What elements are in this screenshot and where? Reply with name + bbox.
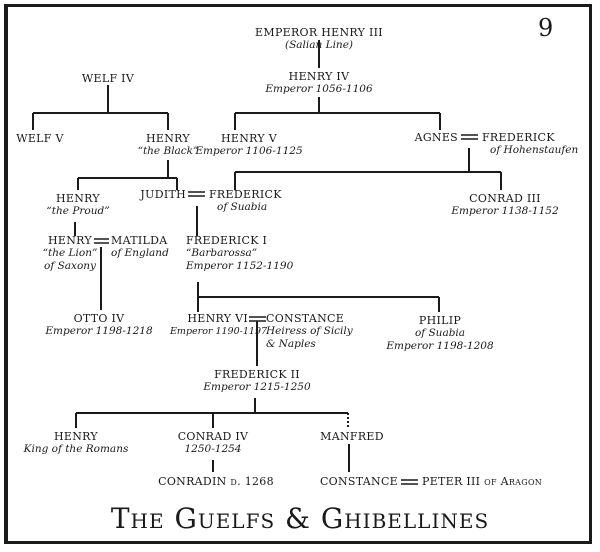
person-note: “the Proud” [46,205,110,217]
person-name: FREDERICK [209,188,282,201]
person-name: HENRY [146,132,190,145]
person-constance-aragon: CONSTANCE [318,475,398,488]
person-note: Heiress of Sicily [266,325,353,337]
person-note: of Hohenstaufen [490,144,579,156]
person-conrad3: CONRAD III Emperor 1138-1152 [451,192,558,218]
diagram-title: The Guelfs & Ghibellines [110,502,490,535]
person-constance-sicily: CONSTANCE Heiress of Sicily & Naples [266,312,353,351]
person-name: MATILDA [111,234,168,247]
person-note: Emperor 1198-1218 [45,325,153,337]
person-name: AGNES [414,131,458,144]
person-welf4: WELF IV [82,72,134,85]
person-note-2: Emperor 1152-1190 [186,260,294,272]
page-frame [4,4,592,544]
person-name: PHILIP [418,314,462,327]
person-henry-proud: HENRY “the Proud” [46,192,109,218]
person-conradin: CONRADIN d. 1268 [158,475,274,488]
person-name: MANFRED [320,430,384,443]
person-conrad4: CONRAD IV 1250-1254 [178,430,249,456]
person-henry-lion: HENRY “the Lion” of Saxony [43,234,98,273]
person-name: OTTO IV [73,312,125,325]
person-name: HENRY V [221,132,277,145]
person-henry4: HENRY IV Emperor 1056-1106 [265,70,372,96]
person-name: CONSTANCE [319,475,398,488]
page-number: 9 [538,14,554,42]
person-name: FREDERICK [482,131,555,144]
person-name: HENRY IV [288,70,350,83]
person-henry5: HENRY V Emperor 1106-1125 [195,132,302,158]
person-note: Emperor 1190-1197 [170,326,268,337]
person-note: Emperor 1106-1125 [195,145,303,157]
person-name: WELF IV [81,72,135,85]
person-henry-romans: HENRY King of the Romans [24,430,129,456]
person-frederick-hohenstaufen: FREDERICK of Hohenstaufen [482,131,578,157]
person-philip: PHILIP of Suabia Emperor 1198-1208 [386,314,493,353]
person-note: King of the Romans [23,443,129,455]
person-name: FREDERICK I [186,234,268,247]
person-note-2: & Naples [266,338,316,350]
person-name: PETER III of Aragon [422,475,543,488]
person-otto4: OTTO IV Emperor 1198-1218 [45,312,152,338]
person-note-2: of Saxony [44,260,96,272]
person-name: HENRY VI [187,312,248,325]
person-matilda: MATILDA of England [111,234,169,260]
person-note: 1250-1254 [184,443,242,455]
person-note: of Suabia [414,327,466,339]
person-frederick-suabia: FREDERICK of Suabia [209,188,282,214]
person-frederick1: FREDERICK I “Barbarossa” Emperor 1152-11… [186,234,293,273]
person-peter3: PETER III of Aragon [422,475,542,488]
person-welf5: WELF V [16,132,64,145]
person-note: Emperor 1215-1250 [203,381,311,393]
person-name: CONRAD IV [177,430,249,443]
person-name: HENRY [48,234,92,247]
person-note: “the Lion” [42,247,98,259]
person-note: “the Black” [137,145,199,157]
person-name: CONRADIN d. 1268 [158,475,274,488]
person-henry6: HENRY VI Emperor 1190-1197 [170,312,268,338]
person-note: of England [111,247,169,259]
person-name: JUDITH [140,188,186,201]
person-note: Emperor 1056-1106 [265,83,373,95]
person-note: Emperor 1138-1152 [451,205,559,217]
person-name: HENRY [56,192,100,205]
person-frederick2: FREDERICK II Emperor 1215-1250 [203,368,310,394]
person-name: CONRAD III [469,192,541,205]
person-manfred: MANFRED [320,430,384,443]
person-agnes: AGNES [414,131,458,144]
person-henry3: EMPEROR HENRY III (Salian Line) [255,26,383,52]
person-name: WELF V [16,132,64,145]
person-judith: JUDITH [136,188,186,201]
person-note-2: Emperor 1198-1208 [386,340,494,352]
person-henry-black: HENRY “the Black” [138,132,199,158]
person-name: EMPEROR HENRY III [255,26,383,39]
person-note: “Barbarossa” [186,247,258,259]
person-note: (Salian Line) [284,39,354,51]
person-name: FREDERICK II [214,368,300,381]
person-name: HENRY [54,430,98,443]
person-note: of Suabia [217,201,268,213]
person-name: CONSTANCE [266,312,345,325]
